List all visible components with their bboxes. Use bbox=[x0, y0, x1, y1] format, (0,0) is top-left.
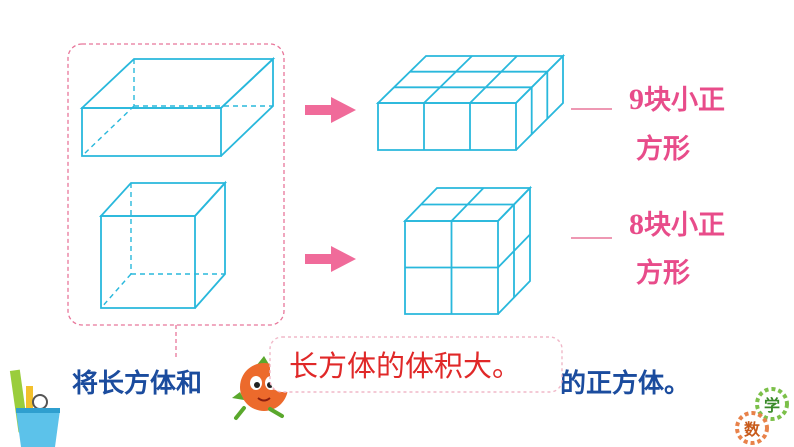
arrow-right-top bbox=[305, 97, 356, 123]
cuboid-of-9-cubes bbox=[375, 53, 566, 151]
cube-figure bbox=[98, 180, 228, 309]
cuboid-figure bbox=[79, 56, 276, 157]
result-label-top-line1: 9块小正 bbox=[629, 83, 725, 116]
sentence-part1: 将长方体和 bbox=[72, 368, 202, 399]
result-label-top-line2: 方形 bbox=[636, 133, 690, 165]
callout-text: 长方体的体积大。 bbox=[289, 349, 521, 383]
math-gear-badge: 学 数 bbox=[735, 387, 789, 445]
solids-group-box bbox=[67, 43, 285, 326]
result-label-bottom-line2: 方形 bbox=[636, 257, 690, 289]
badge-char-2: 数 bbox=[744, 420, 761, 439]
sentence-part2: 的正方体。 bbox=[560, 368, 690, 399]
arrow-right-bottom bbox=[305, 246, 356, 272]
result-label-bottom-line1: 8块小正 bbox=[629, 208, 725, 241]
badge-char-1: 学 bbox=[764, 396, 780, 415]
pencil-cup-icon bbox=[9, 369, 60, 447]
callout-box bbox=[269, 336, 563, 393]
cube-of-8-cubes bbox=[402, 185, 533, 315]
